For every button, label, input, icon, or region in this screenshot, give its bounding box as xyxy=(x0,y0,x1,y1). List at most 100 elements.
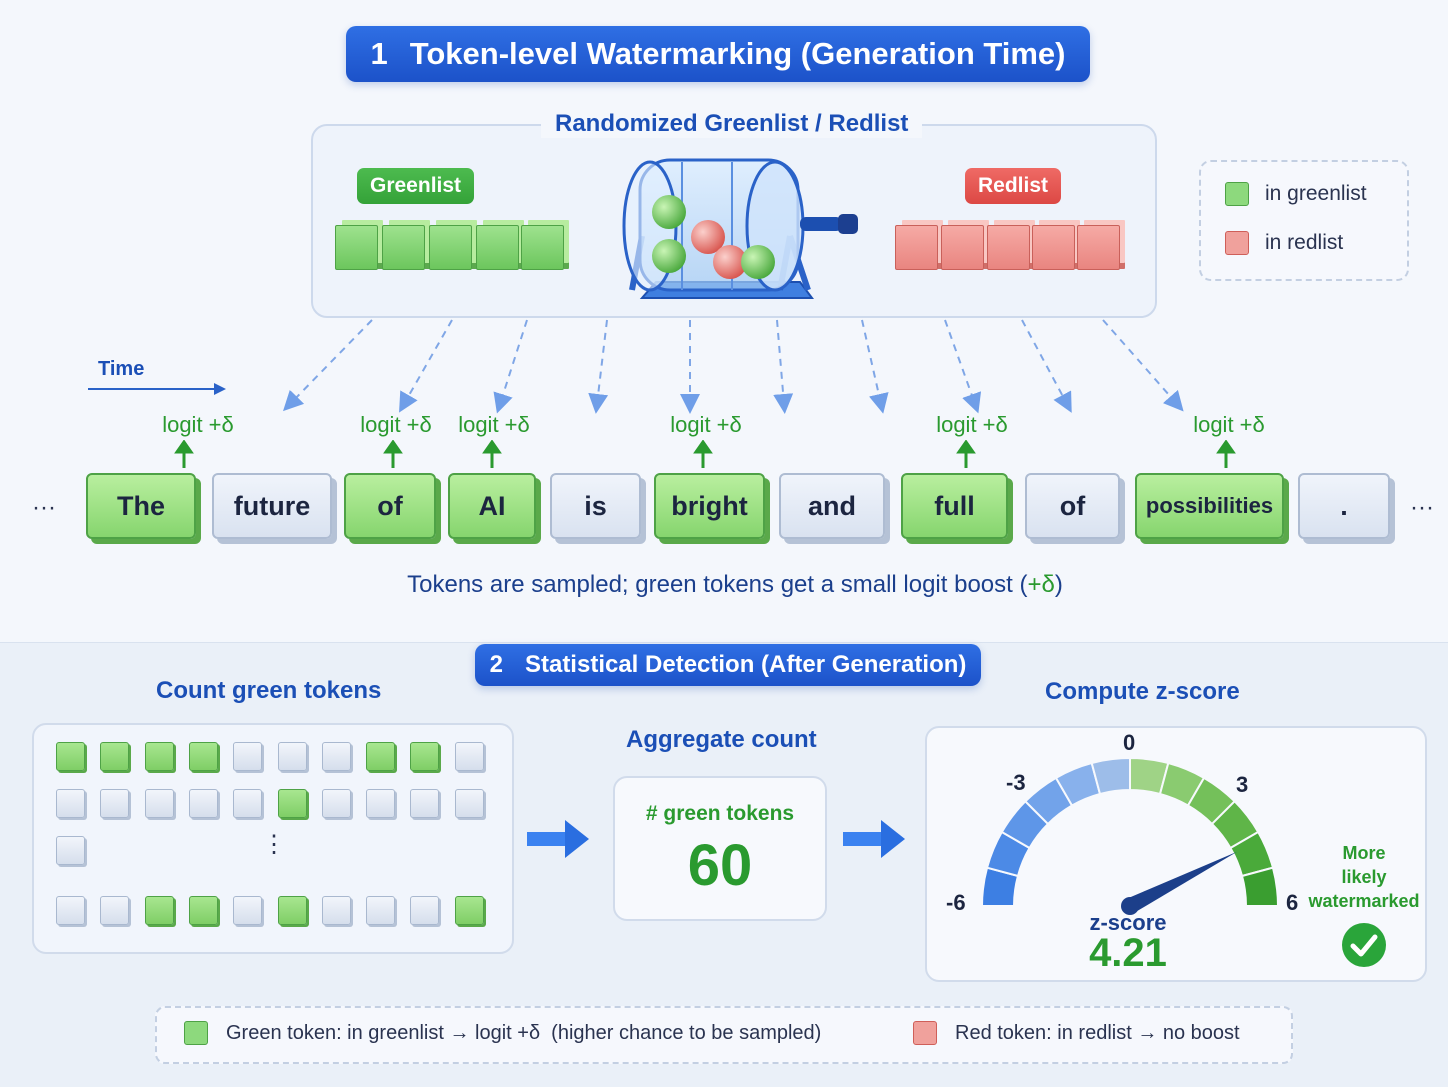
time-arrow-icon xyxy=(88,383,226,395)
generation-caption: Tokens are sampled; green tokens get a s… xyxy=(0,571,1448,599)
aggregate-value: 60 xyxy=(687,833,753,898)
gauge-tick-neg6: -6 xyxy=(946,890,966,915)
bottom-legend-green: Green token: in greenlist → logit +δ (hi… xyxy=(184,1021,821,1045)
green-token-square xyxy=(410,742,440,771)
green-token-square xyxy=(366,742,396,771)
boost-label: logit +δ xyxy=(360,412,432,437)
gauge-segment xyxy=(1240,866,1280,907)
green-cube xyxy=(429,225,472,270)
gray-token-square xyxy=(100,896,130,925)
greenlist-redlist-title: Randomized Greenlist / Redlist xyxy=(541,110,923,138)
token: AI xyxy=(448,473,536,539)
token: is xyxy=(550,473,641,539)
caption-delta: +δ xyxy=(1027,571,1055,598)
count-title: Count green tokens xyxy=(156,677,382,704)
token: future xyxy=(212,473,332,539)
boost-label: logit +δ xyxy=(162,412,234,437)
zscore-value: 4.21 xyxy=(1089,931,1167,975)
token: and xyxy=(779,473,885,539)
legend-greenlist: in greenlist xyxy=(1225,182,1367,206)
gray-token-square xyxy=(100,789,130,818)
gauge-tick-6: 6 xyxy=(1286,890,1299,915)
verdict-line: More xyxy=(1342,843,1386,863)
gray-token-square xyxy=(366,896,396,925)
red-cube xyxy=(895,225,938,270)
gray-token-square xyxy=(277,742,307,771)
flow-arrow-icon xyxy=(843,820,905,858)
ellipsis-right: ··· xyxy=(1410,494,1434,521)
section-1-title: Token-level Watermarking (Generation Tim… xyxy=(409,36,1066,71)
check-circle-icon xyxy=(1342,923,1386,967)
red-cube xyxy=(987,225,1030,270)
grid-ellipsis: ⋮ xyxy=(262,831,286,858)
verdict-line: likely xyxy=(1341,867,1387,887)
zscore-label: z-score xyxy=(1089,910,1167,935)
green-square-icon xyxy=(1225,182,1249,206)
redlist-badge: Redlist xyxy=(965,168,1062,204)
gray-token-square xyxy=(233,789,263,818)
gray-token-square xyxy=(454,789,484,818)
caption-main: Tokens are sampled; green tokens get a s… xyxy=(407,571,1028,598)
token: The xyxy=(86,473,196,539)
bottom-legend-red-text: Red token: in redlist → no boost xyxy=(955,1021,1240,1044)
token: bright xyxy=(654,473,765,539)
lottery-drum-icon xyxy=(622,158,858,299)
green-token-square xyxy=(454,896,484,925)
section-2-number: 2 xyxy=(489,651,503,678)
section-1-header: 1 Token-level Watermarking (Generation T… xyxy=(346,26,1090,82)
red-square-icon xyxy=(913,1021,937,1045)
zscore-title: Compute z-score xyxy=(1045,678,1240,705)
green-cube xyxy=(382,225,425,270)
verdict-line: watermarked xyxy=(1308,891,1420,911)
boost-label: logit +δ xyxy=(936,412,1008,437)
red-cube xyxy=(1032,225,1075,270)
green-cube xyxy=(335,225,378,270)
green-cube xyxy=(521,225,564,270)
zscore-gauge xyxy=(980,756,1280,915)
legend-redlist-label: in redlist xyxy=(1265,231,1344,254)
gray-token-square xyxy=(233,742,263,771)
boost-label: logit +δ xyxy=(670,412,742,437)
gray-token-square xyxy=(366,789,396,818)
gray-token-square xyxy=(321,742,351,771)
boost-label: logit +δ xyxy=(1193,412,1265,437)
section-2-title: Statistical Detection (After Generation) xyxy=(524,651,967,678)
green-cube xyxy=(476,225,519,270)
gray-token-square xyxy=(56,896,85,925)
greenlist-badge: Greenlist xyxy=(357,168,475,204)
gray-token-square xyxy=(410,896,440,925)
aggregate-panel xyxy=(613,776,827,921)
green-token-square xyxy=(100,742,130,771)
green-square-icon xyxy=(184,1021,208,1045)
time-label: Time xyxy=(98,358,145,380)
sampling-arrows xyxy=(283,319,1184,414)
gray-token-square xyxy=(56,836,85,865)
token: full xyxy=(901,473,1008,539)
token: of xyxy=(1025,473,1120,539)
flow-arrow-icon xyxy=(527,820,589,858)
aggregate-label: # green tokens xyxy=(645,802,795,825)
token: of xyxy=(344,473,436,539)
gray-token-square xyxy=(144,789,174,818)
green-token-square xyxy=(56,742,85,771)
gray-token-square xyxy=(321,896,351,925)
token: . xyxy=(1298,473,1390,539)
green-token-square xyxy=(144,742,174,771)
gray-token-square xyxy=(410,789,440,818)
gray-token-square xyxy=(56,789,85,818)
gray-token-square xyxy=(188,789,218,818)
legend-redlist: in redlist xyxy=(1225,231,1343,255)
bottom-legend-green-text: Green token: in greenlist → logit +δ (hi… xyxy=(226,1021,822,1044)
aggregate-title: Aggregate count xyxy=(626,726,817,753)
green-token-square xyxy=(277,896,307,925)
legend-box xyxy=(1199,160,1409,281)
gauge-tick-3: 3 xyxy=(1236,772,1249,797)
boost-arrows xyxy=(174,440,1236,468)
red-cube xyxy=(941,225,984,270)
section-1-number: 1 xyxy=(370,36,388,71)
green-token-square xyxy=(144,896,174,925)
bottom-legend-red: Red token: in redlist → no boost xyxy=(913,1021,1240,1045)
verdict-text: More likely watermarked xyxy=(1306,841,1422,913)
boost-label: logit +δ xyxy=(458,412,530,437)
green-token-square xyxy=(277,789,307,818)
